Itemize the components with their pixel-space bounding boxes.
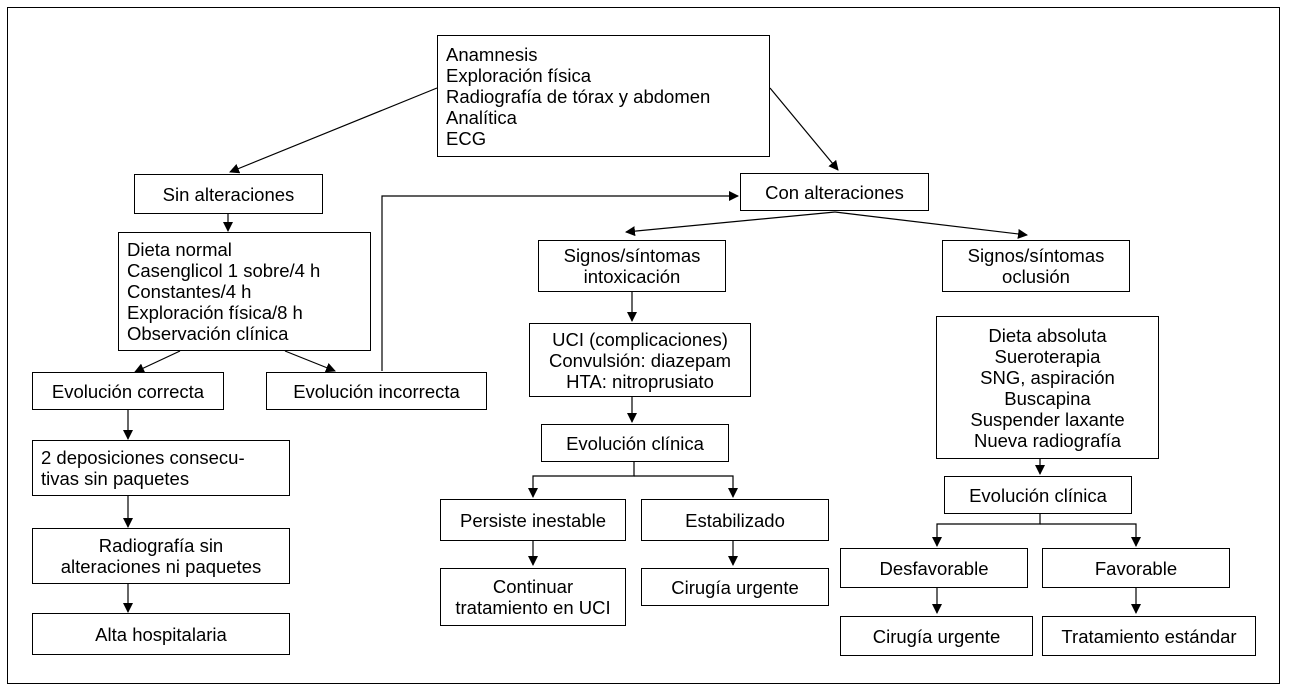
node-line: Evolución incorrecta [293,380,460,402]
node-tratamiento-estandar: Tratamiento estándar [1042,616,1256,656]
node-line: Sueroterapia [994,345,1101,367]
node-line: Evolución clínica [566,432,704,454]
node-dieta-absoluta: Dieta absoluta Sueroterapia SNG, aspirac… [936,316,1159,459]
node-line: Continuar [492,576,574,597]
node-line: Signos/síntomas [967,245,1105,266]
node-anamnesis: Anamnesis Exploración física Radiografía… [437,35,770,157]
node-line: Anamnesis [446,43,538,65]
arrow-evolucion-to-desfavorable [932,514,1041,547]
node-line: Constantes/4 h [127,281,252,302]
node-line: Dieta absoluta [988,324,1107,346]
node-evolucion-clinica-oclusion: Evolución clínica [944,476,1132,514]
node-evolucion-clinica-intoxicacion: Evolución clínica [541,424,729,462]
node-line: Evolución correcta [51,380,205,402]
node-line: Suspender laxante [970,408,1125,430]
node-dieta-normal: Dieta normal Casenglicol 1 sobre/4 h Con… [118,232,371,351]
node-line: Convulsión: diazepam [548,349,732,371]
node-line: oclusión [1002,266,1070,287]
node-line: alteraciones ni paquetes [60,556,262,577]
arrow-dieta-to-evolucion-correcta [134,350,181,373]
node-line: Tratamiento estándar [1061,625,1237,647]
node-line: Cirugía urgente [671,576,799,598]
node-con-alteraciones: Con alteraciones [740,173,929,211]
node-continuar-tratamiento: Continuar tratamiento en UCI [440,568,626,626]
node-line: Sin alteraciones [162,183,295,205]
node-line: tivas sin paquetes [41,468,190,489]
node-line: Radiografía sin [98,535,224,556]
node-signos-oclusion: Signos/síntomas oclusión [942,240,1130,292]
node-line: Radiografía de tórax y abdomen [446,85,711,107]
arrow-evolucion-to-favorable [1040,523,1141,547]
node-line: Buscapina [1004,387,1091,409]
node-cirugia-urgente-oclusion: Cirugía urgente [840,616,1033,656]
node-line: Alta hospitalaria [95,623,227,645]
node-line: UCI (complicaciones) [552,328,728,350]
node-line: Cirugía urgente [872,625,1001,647]
node-line: 2 deposiciones consecu- [41,447,245,468]
node-line: Observación clínica [127,323,289,344]
node-radiografia-sin-alteraciones: Radiografía sin alteraciones ni paquetes [32,528,290,584]
node-evolucion-correcta: Evolución correcta [32,372,224,410]
node-estabilizado: Estabilizado [641,499,829,541]
arrow-incorrecta-to-con-alteraciones [381,191,739,371]
node-line: Con alteraciones [765,181,904,203]
node-line: HTA: nitroprusiato [566,370,714,392]
node-line: intoxicación [583,266,681,287]
arrow-con-to-signos-oclusion [834,211,1028,239]
node-line: Exploración física/8 h [127,302,303,323]
node-persiste-inestable: Persiste inestable [440,499,626,541]
node-line: Evolución clínica [969,484,1107,506]
node-line: Signos/síntomas [563,245,701,266]
node-line: Casenglicol 1 sobre/4 h [127,260,321,281]
node-line: tratamiento en UCI [455,597,611,618]
node-line: Exploración física [446,64,591,86]
outer-frame [7,7,1280,684]
arrow-start-to-sin-alteraciones [229,87,438,174]
arrow-evolucion-to-estabilizado [634,475,738,498]
arrow-con-to-signos-intoxicacion [625,211,836,237]
node-signos-intoxicacion: Signos/síntomas intoxicación [538,240,726,292]
node-line: Persiste inestable [459,509,607,531]
node-desfavorable: Desfavorable [840,548,1028,588]
node-line: Analítica [446,106,517,128]
node-line: Estabilizado [685,509,785,531]
node-line: ECG [446,127,487,149]
node-line: Dieta normal [127,239,232,260]
node-deposiciones: 2 deposiciones consecu- tivas sin paquet… [32,440,290,496]
node-sin-alteraciones: Sin alteraciones [134,174,323,214]
arrow-dieta-to-evolucion-incorrecta [284,350,336,373]
node-favorable: Favorable [1042,548,1230,588]
node-line: Desfavorable [879,557,989,579]
node-line: Favorable [1094,557,1178,579]
node-cirugia-urgente-intoxicacion: Cirugía urgente [641,568,829,606]
arrow-evolucion-to-persiste [528,462,635,498]
node-evolucion-incorrecta: Evolución incorrecta [266,372,487,410]
arrow-start-to-con-alteraciones [769,87,839,171]
node-alta-hospitalaria: Alta hospitalaria [32,613,290,655]
node-line: Nueva radiografía [973,429,1122,451]
node-line: SNG, aspiración [980,366,1115,388]
node-uci: UCI (complicaciones) Convulsión: diazepa… [529,323,751,397]
